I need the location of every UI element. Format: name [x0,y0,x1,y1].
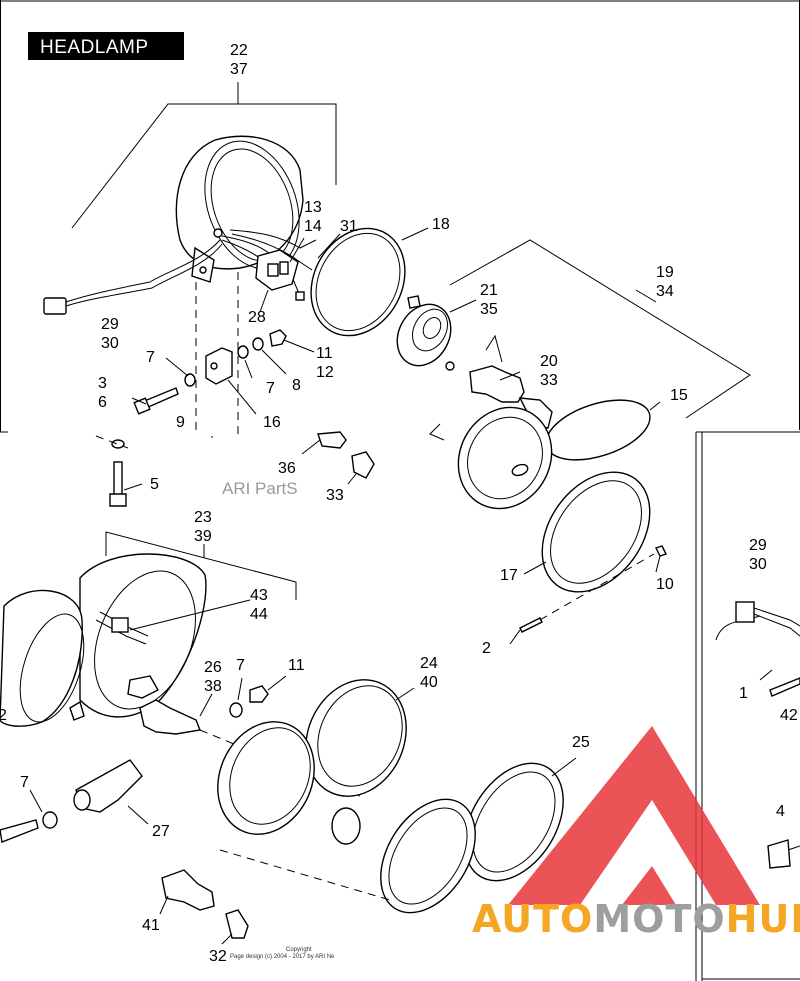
callout-16: 16 [263,414,281,431]
callout-11: 11 [316,345,333,362]
headlamp-housing [43,82,337,315]
callout-42: 42 [780,707,798,724]
callout-1: 1 [739,685,748,702]
callout-9: 9 [176,414,185,431]
callout-13: 13 [304,199,322,216]
brand-wordmark: AUTOMOTOHUB [472,897,800,941]
callout-4: 4 [776,803,785,820]
callout-15: 15 [670,387,688,404]
callout-2: 2 [0,707,7,724]
callout-28: 28 [248,309,266,326]
brand-moto: MOTO [593,897,725,941]
callout-3: 3 [98,375,107,392]
callout-20: 20 [540,353,558,370]
callout-labels: 22 37 13 14 31 18 19 34 21 35 29 30 28 7… [0,42,798,965]
brand-auto: AUTO [472,897,593,941]
callout-26: 26 [204,659,222,676]
callout-31: 31 [340,218,358,235]
callout-7: 7 [146,349,155,366]
callout-44: 44 [250,606,268,623]
callout-17: 17 [500,567,518,584]
callout-14: 14 [304,218,322,235]
callout-27: 27 [152,823,170,840]
callout-7: 7 [266,380,275,397]
callout-10: 10 [656,576,674,593]
callout-34: 34 [656,283,674,300]
callout-23: 23 [194,509,212,526]
callout-29: 29 [749,537,767,554]
leader-lines [29,227,773,945]
gasket-18 [310,227,406,337]
right-partial-lamp [715,601,800,869]
diagram-title: HEADLAMP [40,37,149,58]
brand-hub: HUB [726,897,800,941]
callout-29: 29 [101,316,119,333]
copyright-line-1: Copyright [286,947,312,953]
copyright-line-2: Page design (c) 2004 - 2017 by ARI Ne [230,954,335,960]
mount-hardware [95,272,375,507]
callout-6: 6 [98,394,107,411]
callout-8: 8 [292,377,301,394]
callout-11: 11 [288,657,305,674]
ari-watermark: ARI PartS [222,479,298,498]
automotohub-logo [508,726,760,905]
callout-37: 37 [230,61,248,78]
title-block: HEADLAMP [28,32,184,60]
logo-triangle-outer [508,726,760,905]
callout-38: 38 [204,678,222,695]
callout-12: 12 [316,364,334,381]
callout-22: 22 [230,42,248,59]
callout-30: 30 [749,556,767,573]
callout-24: 24 [420,655,438,672]
callout-5: 5 [150,476,159,493]
dual-lamp-assembly [0,531,564,939]
bulb-socket-21 [396,295,452,367]
callout-7: 7 [236,657,245,674]
lamp-unit-top [429,239,751,633]
callout-32: 32 [209,948,227,965]
callout-35: 35 [480,301,498,318]
logo-triangle-core [622,866,676,905]
logo-triangle-inner [600,836,694,905]
callout-7: 7 [20,774,29,791]
callout-21: 21 [480,282,498,299]
callout-39: 39 [194,528,212,545]
callout-36: 36 [278,460,296,477]
callout-2: 2 [482,640,491,657]
callout-33: 33 [540,372,558,389]
callout-30: 30 [101,335,119,352]
callout-41: 41 [142,917,160,934]
callout-43: 43 [250,587,268,604]
callout-19: 19 [656,264,674,281]
callout-18: 18 [432,216,450,233]
title-background [28,32,184,60]
callout-40: 40 [420,674,438,691]
callout-33: 33 [326,487,344,504]
callout-25: 25 [572,734,590,751]
